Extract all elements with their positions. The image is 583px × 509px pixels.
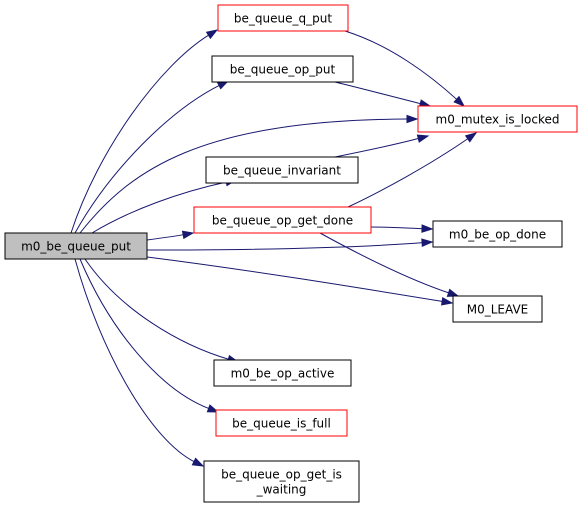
edge-line	[334, 81, 422, 105]
arrowhead-icon	[191, 457, 205, 467]
nodes-layer: m0_be_queue_put be_queue_q_put be_queue_op…	[4, 4, 578, 503]
node-box	[205, 156, 359, 184]
edge-line	[146, 242, 424, 251]
node-label: be_queue_op_get_done	[212, 214, 353, 228]
edge-m0_be_queue_put-to-m0_mutex_is_locked	[79, 114, 419, 234]
node-label: be_queue_op_get_is	[221, 468, 342, 482]
arrowhead-icon	[206, 404, 220, 413]
node-be_queue_op_put[interactable]: be_queue_op_put	[211, 55, 354, 83]
edge-line	[79, 258, 210, 410]
node-box	[452, 295, 543, 323]
node-label: m0_mutex_is_locked	[436, 113, 560, 127]
arrowhead-icon	[181, 230, 195, 240]
edge-m0_be_queue_put-to-m0_be_op_active	[84, 258, 240, 364]
node-be_queue_invariant[interactable]: be_queue_invariant	[205, 156, 359, 184]
arrowhead-icon	[421, 238, 434, 248]
edge-line	[347, 137, 469, 208]
edge-m0_be_queue_put-to-m0_be_op_done	[146, 238, 434, 251]
node-box	[213, 359, 352, 387]
node-box	[203, 460, 360, 503]
node-be_queue_op_get_is_waiting[interactable]: be_queue_op_get_is_waiting	[203, 460, 360, 503]
arrowhead-icon	[446, 288, 460, 297]
node-be_queue_q_put[interactable]: be_queue_q_put	[217, 4, 349, 32]
edge-m0_be_queue_put-to-be_queue_is_full	[79, 258, 220, 413]
node-label: be_queue_invariant	[223, 164, 341, 178]
arrowhead-icon	[406, 114, 419, 124]
arrowhead-icon	[421, 224, 434, 233]
edge-line	[146, 234, 185, 241]
edge-be_queue_invariant-to-m0_mutex_is_locked	[334, 134, 430, 158]
node-label: m0_be_op_done	[449, 228, 546, 242]
edge-line	[319, 232, 450, 294]
node-label: be_queue_is_full	[232, 417, 331, 431]
arrowhead-icon	[440, 297, 454, 306]
edge-be_queue_q_put-to-m0_mutex_is_locked	[344, 30, 466, 108]
arrowhead-icon	[416, 134, 430, 143]
edge-line	[370, 226, 424, 230]
node-m0_be_op_done[interactable]: m0_be_op_done	[432, 220, 563, 248]
node-box	[215, 409, 348, 437]
node-label: m0_be_queue_put	[21, 240, 131, 254]
edge-m0_be_queue_put-to-M0_LEAVE	[146, 256, 454, 306]
node-label: be_queue_q_put	[234, 12, 332, 26]
edge-m0_be_queue_put-to-be_queue_op_get_done	[146, 230, 195, 241]
edge-line	[334, 137, 420, 158]
node-label: m0_be_op_active	[231, 367, 335, 381]
edge-line	[79, 118, 409, 234]
node-label: _waiting	[256, 483, 307, 497]
edge-line	[70, 34, 210, 234]
node-m0_mutex_is_locked[interactable]: m0_mutex_is_locked	[417, 105, 578, 133]
node-box	[417, 105, 578, 133]
edge-m0_be_queue_put-to-be_queue_q_put	[70, 29, 219, 234]
node-label: M0_LEAVE	[467, 303, 529, 317]
edge-line	[84, 258, 230, 360]
edge-line	[74, 84, 221, 234]
node-be_queue_op_get_done[interactable]: be_queue_op_get_done	[193, 206, 372, 234]
arrowhead-icon	[464, 132, 478, 143]
node-box	[211, 55, 354, 83]
edge-be_queue_op_get_done-to-m0_be_op_done	[370, 224, 434, 233]
node-box	[432, 220, 563, 248]
edge-line	[146, 256, 444, 303]
edge-be_queue_op_get_done-to-m0_mutex_is_locked	[347, 132, 478, 208]
edge-be_queue_op_put-to-m0_mutex_is_locked	[334, 81, 432, 108]
node-box	[217, 4, 349, 32]
node-M0_LEAVE[interactable]: M0_LEAVE	[452, 295, 543, 323]
edge-line	[344, 30, 458, 101]
node-m0_be_op_active[interactable]: m0_be_op_active	[213, 359, 352, 387]
arrowhead-icon	[205, 29, 219, 40]
node-box	[4, 232, 148, 260]
edge-line	[74, 258, 196, 463]
arrowhead-icon	[453, 95, 466, 108]
node-box	[193, 206, 372, 234]
node-be_queue_is_full[interactable]: be_queue_is_full	[215, 409, 348, 437]
node-label: be_queue_op_put	[230, 63, 336, 77]
edge-line	[91, 181, 228, 234]
node-m0_be_queue_put[interactable]: m0_be_queue_put	[4, 232, 148, 260]
edge-m0_be_queue_put-to-be_queue_op_get_is_waiting	[74, 258, 205, 467]
